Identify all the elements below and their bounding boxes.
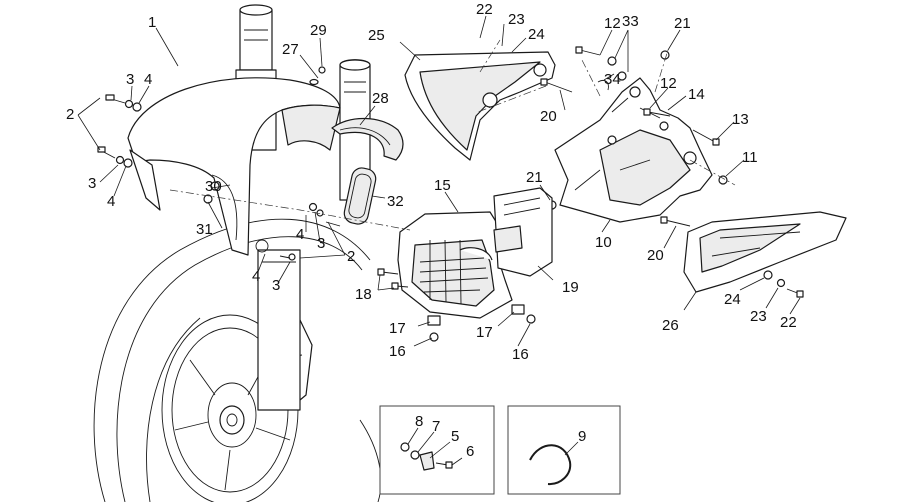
callout-24: 24	[724, 291, 741, 308]
side-panel	[493, 187, 553, 277]
callout-3: 3	[317, 235, 325, 252]
callout-8: 8	[415, 413, 423, 430]
callout-4: 4	[296, 226, 304, 243]
callout-10: 10	[595, 234, 612, 251]
callout-12: 12	[660, 75, 677, 92]
callout-17: 17	[389, 320, 406, 337]
callout-11: 11	[742, 149, 758, 166]
callout-3: 3	[272, 277, 280, 294]
callout-18: 18	[355, 286, 372, 303]
fork-hardware	[97, 66, 341, 261]
callout-4: 4	[144, 71, 152, 88]
callout-21: 21	[674, 15, 691, 32]
side-cowl	[404, 51, 556, 161]
callout-5: 5	[451, 428, 459, 445]
callout-4: 4	[107, 193, 115, 210]
inset-box-hardware	[379, 405, 495, 495]
callout-24: 24	[528, 26, 545, 43]
callout-19: 19	[562, 279, 579, 296]
front-mudguard	[127, 77, 341, 256]
callout-31: 31	[196, 221, 213, 238]
callout-3: 3	[88, 175, 96, 192]
callout-32: 32	[387, 193, 404, 210]
inset-box-clip	[507, 405, 621, 495]
front-wheel	[93, 218, 382, 502]
callout-7: 7	[432, 418, 440, 435]
callout-28: 28	[372, 90, 389, 107]
callout-22: 22	[780, 314, 797, 331]
mudguard-rear-section	[331, 117, 404, 161]
callout-9: 9	[578, 428, 586, 445]
callout-13: 13	[732, 111, 749, 128]
leader-lines	[77, 15, 801, 466]
callout-16: 16	[389, 343, 406, 360]
reflector-strip	[343, 167, 377, 225]
callout-17: 17	[476, 324, 493, 341]
callout-34: 34	[604, 71, 621, 88]
callout-20: 20	[647, 247, 664, 264]
side-fairing	[683, 211, 847, 298]
callout-15: 15	[434, 177, 451, 194]
radiator-cover	[397, 211, 513, 319]
callout-30: 30	[205, 178, 222, 195]
radiator-hardware	[377, 268, 536, 342]
brake-disc	[161, 314, 299, 502]
callout-22: 22	[476, 1, 493, 18]
callout-27: 27	[282, 41, 299, 58]
callout-25: 25	[368, 27, 385, 44]
callout-6: 6	[466, 443, 474, 460]
callout-16: 16	[512, 346, 529, 363]
callout-12: 12	[604, 15, 621, 32]
callout-2: 2	[347, 248, 355, 265]
callout-labels: 1 2 3 4 3 4 27 29 28 32 30 31 4 3 2 4 3 …	[66, 1, 797, 460]
callout-23: 23	[750, 308, 767, 325]
callout-20: 20	[540, 108, 557, 125]
frame-bracket	[554, 77, 713, 223]
callout-2: 2	[66, 106, 74, 123]
callout-21: 21	[526, 169, 543, 186]
callout-3: 3	[126, 71, 134, 88]
assembly-lines	[169, 39, 736, 231]
callout-26: 26	[662, 317, 679, 334]
callout-1: 1	[148, 14, 156, 31]
callout-29: 29	[310, 22, 327, 39]
callout-4: 4	[252, 268, 260, 285]
callout-14: 14	[688, 86, 705, 103]
callout-33: 33	[622, 13, 639, 30]
callout-23: 23	[508, 11, 525, 28]
